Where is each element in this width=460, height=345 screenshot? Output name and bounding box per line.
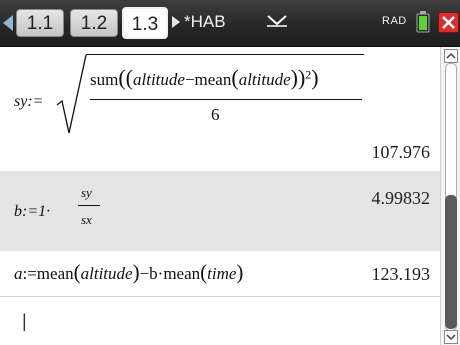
history-entry-sy[interactable]: sy:= sum((altitude−mean(altitude))2) 6 1… <box>0 47 440 170</box>
entry-separator <box>0 296 440 297</box>
b-assign-label: b:=1· <box>14 203 51 220</box>
text-cursor: | <box>22 311 27 331</box>
sy-denominator: 6 <box>211 105 220 124</box>
a-result[interactable]: 123.193 <box>371 264 431 284</box>
scrollbar-thumb[interactable] <box>445 195 457 329</box>
b-fraction-numerator: sy <box>81 185 92 200</box>
top-bar: 1.1 1.2 1.3 *HAB RAD <box>0 0 460 47</box>
b-fraction-denominator: sx <box>81 212 92 227</box>
battery-icon <box>416 11 430 33</box>
document-name[interactable]: *HAB <box>184 12 226 31</box>
sy-result[interactable]: 107.976 <box>371 142 431 162</box>
tab-1-3[interactable]: 1.3 <box>122 7 168 39</box>
calculator-history: sy:= sum((altitude−mean(altitude))2) 6 1… <box>0 47 440 345</box>
b-fraction-bar <box>78 205 100 206</box>
square-root-sign-icon <box>56 54 87 134</box>
vertical-scrollbar[interactable] <box>440 47 460 345</box>
b-result[interactable]: 4.99832 <box>371 188 431 208</box>
entry-line[interactable]: | <box>0 297 440 345</box>
history-entry-b[interactable]: b:=1· sy sx 4.99832 <box>0 171 440 251</box>
previous-page-arrow-icon[interactable] <box>3 15 13 31</box>
tab-1-1[interactable]: 1.1 <box>16 9 64 37</box>
scroll-up-arrow-icon[interactable] <box>444 49 458 63</box>
scroll-down-arrow-icon[interactable] <box>444 330 458 344</box>
close-icon[interactable] <box>438 12 459 33</box>
sy-fraction-bar <box>90 99 362 100</box>
angle-mode-indicator: RAD <box>382 15 407 27</box>
history-entry-a[interactable]: a:=mean(altitude)−b·mean(time) 123.193 <box>0 252 440 296</box>
play-arrow-icon <box>172 16 180 28</box>
sy-numerator: sum((altitude−mean(altitude))2) <box>90 65 319 90</box>
document-menu-chevron-icon[interactable] <box>266 13 288 27</box>
a-expression: a:=mean(altitude)−b·mean(time) <box>14 260 244 284</box>
sy-assign-label: sy:= <box>14 93 44 110</box>
tab-1-2[interactable]: 1.2 <box>70 9 118 37</box>
